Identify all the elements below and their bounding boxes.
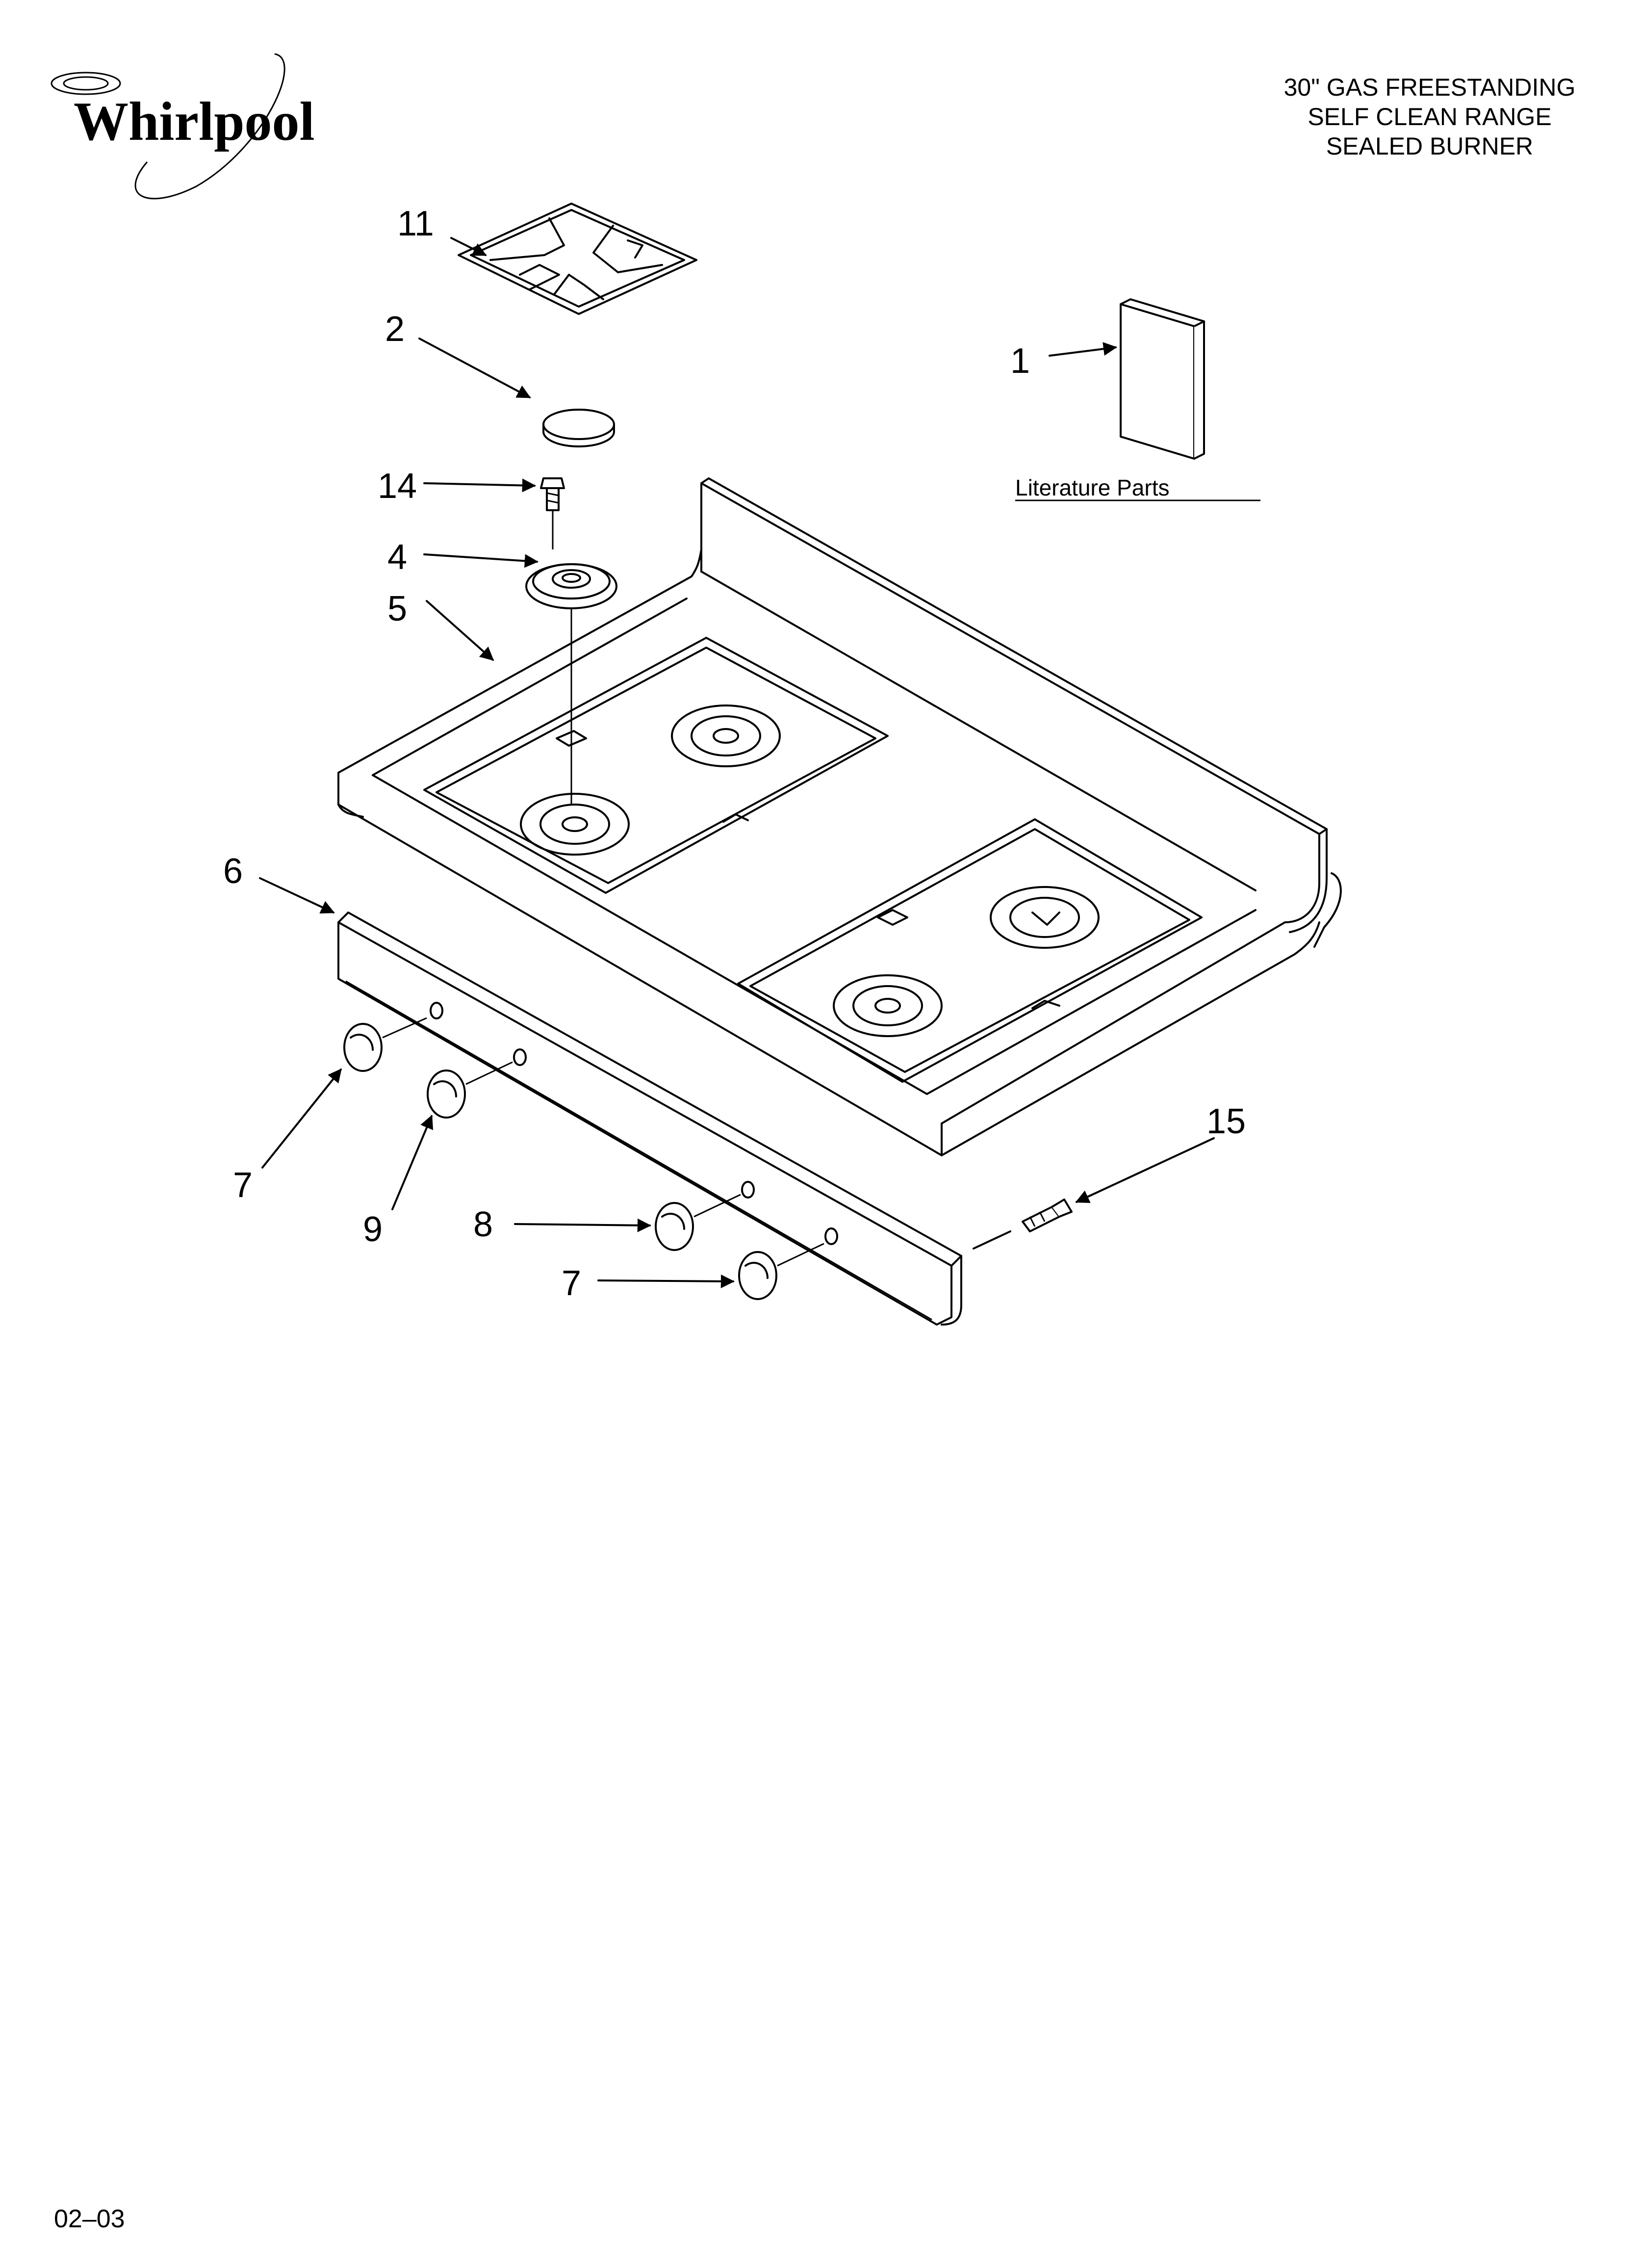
knob-hole-1	[430, 1002, 443, 1019]
burner-screw: 14	[378, 467, 565, 549]
title-line-3: SEALED BURNER	[1326, 132, 1533, 160]
callout-6: 6	[223, 852, 243, 891]
literature-parts: Literature Parts 1	[1010, 298, 1260, 501]
callout-14: 14	[378, 467, 417, 506]
footer-code: 02–03	[54, 2205, 125, 2233]
control-panel: 6	[223, 852, 962, 1326]
burner-grate: 11	[397, 203, 697, 315]
cooktop-burner-left-rear	[671, 704, 781, 767]
cooktop-burner-left-front	[520, 793, 630, 856]
title-line-1: 30" GAS FREESTANDING	[1284, 74, 1576, 101]
knob-8: 8	[473, 1194, 741, 1251]
title-line-2: SELF CLEAN RANGE	[1308, 103, 1551, 130]
cooktop-burner-right-front	[833, 974, 943, 1037]
literature-booklet	[1120, 303, 1195, 460]
knob-7-left: 7	[233, 1017, 427, 1205]
cooktop: 5	[337, 477, 1342, 1156]
callout-1: 1	[1010, 341, 1030, 381]
knob-7-right: 7	[562, 1243, 824, 1303]
brand-name: Whirlpool	[74, 91, 315, 152]
knob-9: 9	[363, 1061, 513, 1249]
whirlpool-logo: Whirlpool	[51, 53, 315, 200]
swirl-icon	[51, 72, 121, 95]
cooktop-burner-right-rear	[990, 886, 1100, 949]
callout-15: 15	[1206, 1102, 1246, 1141]
callout-7-left: 7	[233, 1166, 253, 1205]
callout-9: 9	[363, 1210, 383, 1249]
callout-8: 8	[473, 1205, 493, 1244]
callout-2: 2	[385, 310, 405, 349]
callout-4: 4	[387, 538, 407, 577]
callout-11: 11	[397, 204, 434, 243]
callout-5: 5	[387, 589, 407, 628]
burner-base: 4	[387, 538, 617, 805]
literature-label: Literature Parts	[1015, 475, 1169, 500]
knob-hole-2	[513, 1048, 527, 1066]
knob-hole-3	[741, 1181, 755, 1199]
knob-hole-4	[824, 1227, 838, 1245]
title-block: 30" GAS FREESTANDING SELF CLEAN RANGE SE…	[1284, 74, 1576, 160]
callout-7-right: 7	[562, 1264, 581, 1303]
panel-screw: 15	[973, 1102, 1246, 1250]
burner-cap: 2	[385, 310, 615, 447]
